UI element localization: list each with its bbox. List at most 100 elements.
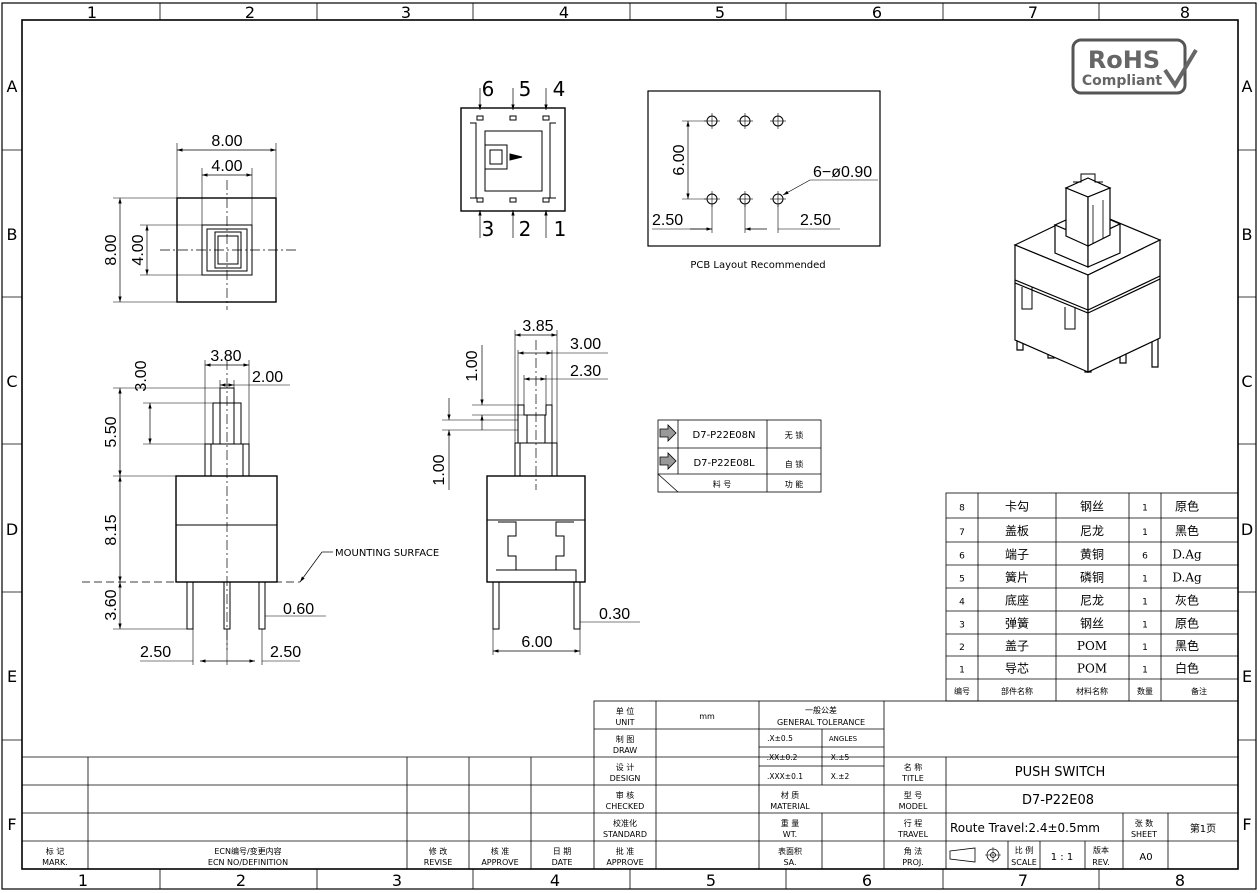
col-label: 8: [1180, 3, 1190, 22]
bom-cell-part: 盖板: [1005, 524, 1029, 538]
tb-label: 标 记: [46, 846, 65, 856]
grid-labels: 1 2 3 4 5 6 7 8 1 2 3 4 5 6 7 8 A B C D …: [6, 3, 1253, 890]
bom-cell-material: POM: [1077, 662, 1107, 676]
part-code: D7-P22E08L: [693, 458, 754, 469]
bom-cell-no: 2: [959, 643, 965, 653]
tb-travel-value: Route Travel:2.4±0.5mm: [950, 821, 1100, 835]
col-label: 2: [245, 3, 255, 22]
pcb-caption: PCB Layout Recommended: [690, 260, 825, 271]
tb-label: SA.: [783, 858, 796, 867]
row-label: A: [1242, 77, 1253, 96]
bom-cell-qty: 6: [1142, 552, 1148, 562]
pin-label: 2: [519, 217, 532, 241]
dim-front-pitch-left: 2.50: [140, 644, 171, 661]
row-label: F: [7, 815, 16, 834]
dim-front-stroke: 3.00: [133, 360, 150, 391]
dim-pcb-right: 2.50: [800, 212, 831, 229]
part-code: D7-P22E08N: [693, 430, 756, 441]
check-icon: [1163, 48, 1198, 89]
tb-label: ECN编号/变更内容: [214, 846, 281, 856]
bom-header-part: 部件名称: [1001, 686, 1033, 696]
tb-tolerance: .XX±0.2: [767, 753, 798, 762]
col-label: 3: [401, 3, 411, 22]
pcb-hole: [706, 115, 784, 205]
row-label: C: [6, 372, 17, 391]
dim-top-width: 8.00: [211, 133, 242, 150]
pin-label: 6: [482, 77, 495, 101]
pin-label: 4: [553, 77, 566, 101]
bom-cell-note: D.Ag: [1172, 571, 1202, 585]
dim-side-base-width: 6.00: [521, 634, 552, 651]
pin-label: 1: [554, 217, 567, 241]
col-label: 4: [559, 3, 569, 22]
bom-cell-no: 3: [959, 621, 965, 631]
projection-symbol-icon: [949, 847, 1001, 863]
tb-label: 日 期: [553, 847, 572, 856]
bom-cell-note: 灰色: [1175, 594, 1199, 608]
tb-tolerance: X.±5: [831, 753, 850, 762]
row-label: D: [6, 520, 18, 539]
tb-label: 重 量: [781, 818, 800, 828]
isometric-view: [1013, 173, 1162, 373]
tb-label: 型 号: [904, 791, 923, 800]
tb-label: 批 准: [616, 846, 635, 856]
tb-sheet-value: 第1页: [1190, 822, 1216, 835]
tb-label: 设 计: [616, 762, 635, 772]
bom-cell-part: 导芯: [1005, 662, 1029, 676]
tb-label: MARK.: [42, 858, 68, 867]
side-view: [442, 330, 640, 655]
dim-front-pin-width: 0.60: [283, 601, 314, 618]
row-label: A: [7, 77, 18, 96]
bom-cell-material: 磷铜: [1080, 570, 1104, 585]
dim-side-top-width: 3.85: [522, 318, 553, 335]
bom-cell-note: 黑色: [1175, 639, 1199, 653]
tb-label: PROJ.: [902, 858, 924, 867]
arrow-icon: [659, 452, 677, 470]
tb-label: DRAW: [613, 746, 637, 755]
dim-hole-note: 6−ø0.90: [813, 164, 872, 181]
bom-cell-qty: 1: [1142, 666, 1148, 676]
tb-label: APPROVE: [481, 858, 518, 867]
tb-tolerance: .XXX±0.1: [767, 772, 803, 781]
bom-cell-part: 卡勾: [1005, 500, 1029, 514]
dim-top-inner-width: 4.00: [211, 158, 242, 175]
tb-label: REVISE: [424, 858, 453, 867]
col-label: 7: [1028, 3, 1038, 22]
tb-unit-value: mm: [699, 712, 715, 721]
bom-cell-qty: 1: [1142, 528, 1148, 538]
row-label: F: [1242, 815, 1251, 834]
bom-cell-no: 8: [959, 504, 965, 514]
dim-front-stem-width: 2.00: [252, 369, 283, 386]
rohs-badge: RoHS Compliant: [1071, 38, 1198, 95]
bom-cell-material: 钢丝: [1080, 617, 1104, 631]
front-view: [82, 360, 333, 665]
dim-side-height-2: 1.00: [431, 454, 448, 485]
bom-cell-part: 盖子: [1005, 639, 1029, 653]
row-label: B: [7, 225, 18, 244]
dim-front-body-height: 8.15: [103, 514, 120, 545]
bom-table: [945, 492, 1239, 702]
dim-pcb-height: 6.00: [671, 144, 688, 175]
bom-cell-no: 5: [959, 575, 965, 585]
tb-label: 表面积: [778, 846, 802, 856]
tb-label: TITLE: [901, 774, 924, 783]
pin-view: [460, 88, 566, 238]
tb-label: MATERIAL: [770, 802, 810, 811]
bom-cell-material: 尼龙: [1080, 594, 1104, 608]
col-label: 8: [1175, 871, 1185, 890]
bom-cell-part: 端子: [1005, 548, 1029, 562]
tb-label: 制 图: [616, 734, 635, 744]
bom-cell-qty: 1: [1142, 643, 1148, 653]
bom-cell-qty: 1: [1142, 504, 1148, 514]
tb-title-value: PUSH SWITCH: [1015, 765, 1106, 780]
tb-label: DATE: [552, 858, 573, 867]
tb-label: WT.: [783, 830, 797, 839]
bom-cell-qty: 1: [1142, 575, 1148, 585]
bom-cell-material: 钢丝: [1080, 500, 1104, 514]
dim-front-top-width: 3.80: [210, 348, 241, 365]
rohs-title: RoHS: [1088, 46, 1160, 74]
col-label: 4: [550, 871, 560, 890]
